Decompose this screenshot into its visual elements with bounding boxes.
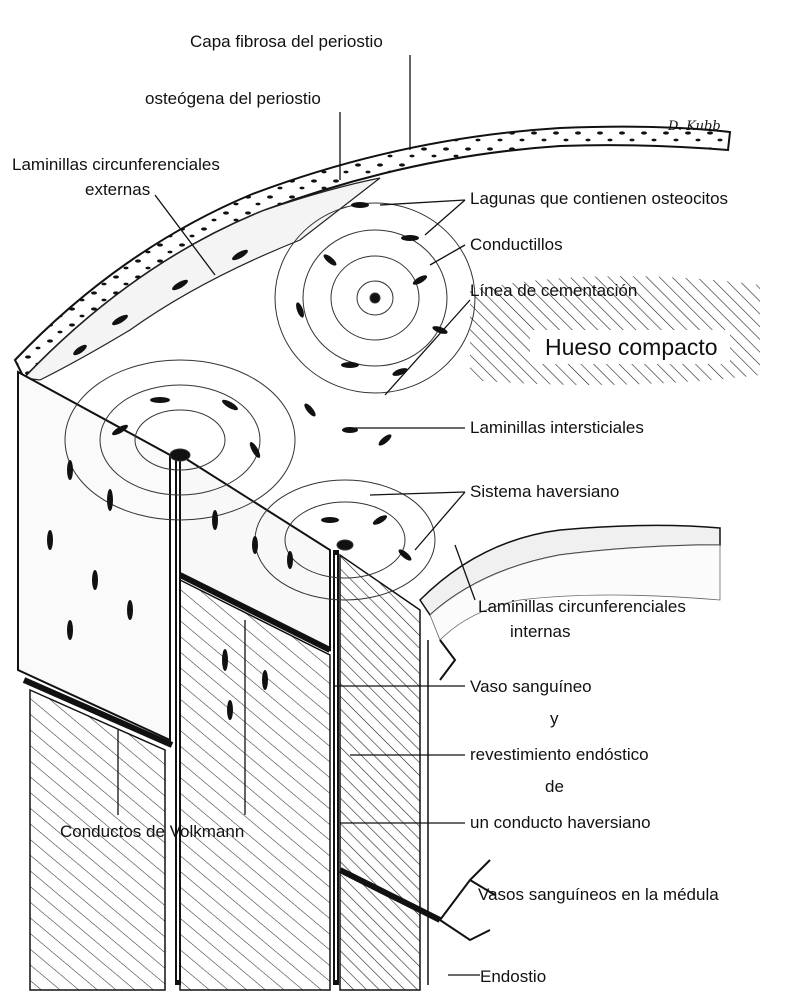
label-laminillas-internas-2: internas [510, 622, 570, 641]
label-volkmann: Conductos de Volkmann [60, 822, 244, 841]
artist-signature: D. Kubb [667, 119, 721, 134]
label-conductillos: Conductillos [470, 235, 563, 254]
label-vaso-2: y [550, 709, 559, 728]
label-vaso-4: de [545, 777, 564, 796]
label-vaso-1: Vaso sanguíneo [470, 677, 592, 696]
label-vasos-medula: Vasos sanguíneos en la médula [478, 885, 719, 904]
label-laminillas-internas-1: Laminillas circunferenciales [478, 597, 686, 616]
label-capa-fibrosa: Capa fibrosa del periostio [190, 32, 383, 51]
label-hueso-compacto: Hueso compacto [545, 334, 718, 360]
label-lagunas: Lagunas que contienen osteocitos [470, 189, 728, 208]
label-linea-cementacion: Línea de cementación [470, 281, 637, 300]
label-endostio: Endostio [480, 967, 546, 986]
label-laminillas-externas-1: Laminillas circunferenciales [12, 155, 220, 174]
label-sistema-haversiano: Sistema haversiano [470, 482, 619, 501]
label-laminillas-intersticiales: Laminillas intersticiales [470, 418, 644, 437]
label-vaso-5: un conducto haversiano [470, 813, 651, 832]
bone-artwork: D. Kubb [15, 119, 760, 990]
front-face-right [340, 555, 420, 990]
label-osteogena: osteógena del periostio [145, 89, 321, 108]
label-vaso-3: revestimiento endóstico [470, 745, 649, 764]
label-laminillas-externas-2: externas [85, 180, 150, 199]
